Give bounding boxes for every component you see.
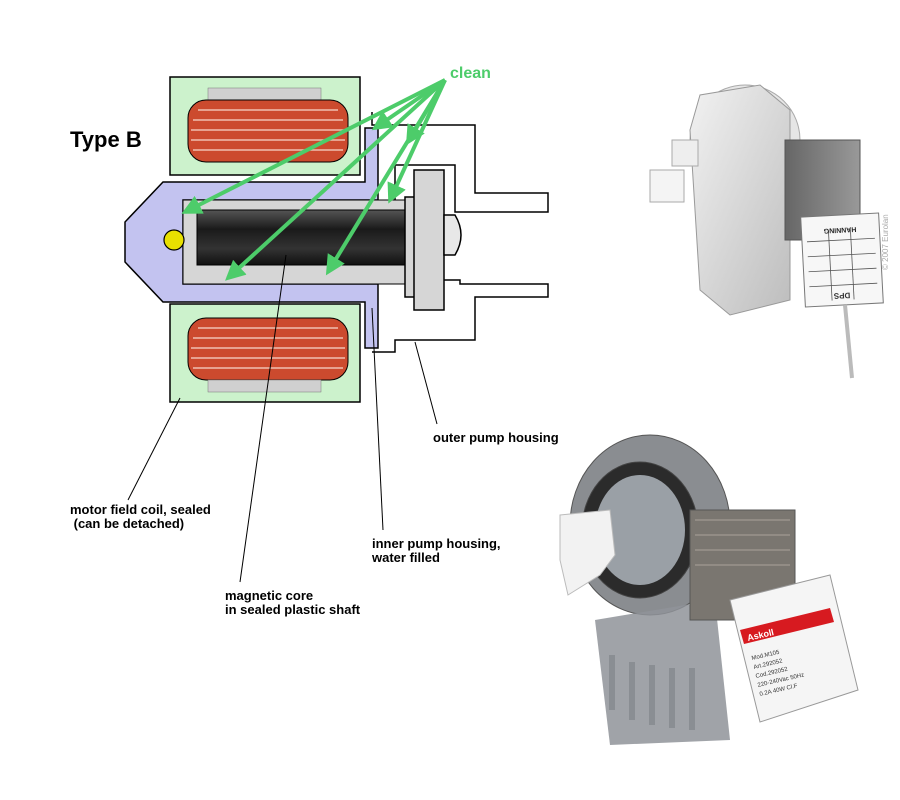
inner-housing-label: inner pump housing,: [372, 536, 501, 551]
bearing-ball: [163, 229, 185, 251]
clean-arrows: [181, 78, 447, 281]
field-coil-top: [169, 76, 361, 176]
magnetic-core: [196, 209, 406, 266]
hanning-dps-text: DPS: [833, 291, 851, 301]
impeller: [404, 169, 462, 311]
core-label-2: in sealed plastic shaft: [225, 602, 361, 617]
inner-housing-label-2: water filled: [371, 550, 440, 565]
photo-watermark: © 2007 Eurolan: [881, 214, 890, 270]
diagram-title: Type B: [70, 127, 142, 152]
photo-hanning-pump: HANNING DPS © 2007 Eurolan: [649, 60, 890, 380]
clean-label: clean: [450, 65, 491, 82]
field-coil-label: motor field coil, sealed: [70, 502, 211, 517]
leader-lines: [127, 254, 438, 583]
photo-askoll-pump: Askoll Mod.M105 Art.292052 Cod.292052 22…: [559, 434, 859, 745]
field-coil-bottom: [169, 303, 361, 403]
outer-housing-label: outer pump housing: [433, 430, 559, 445]
core-label: magnetic core: [225, 588, 313, 603]
field-coil-label-2: (can be detached): [70, 516, 184, 531]
hanning-label-text: HANNING: [823, 225, 857, 234]
